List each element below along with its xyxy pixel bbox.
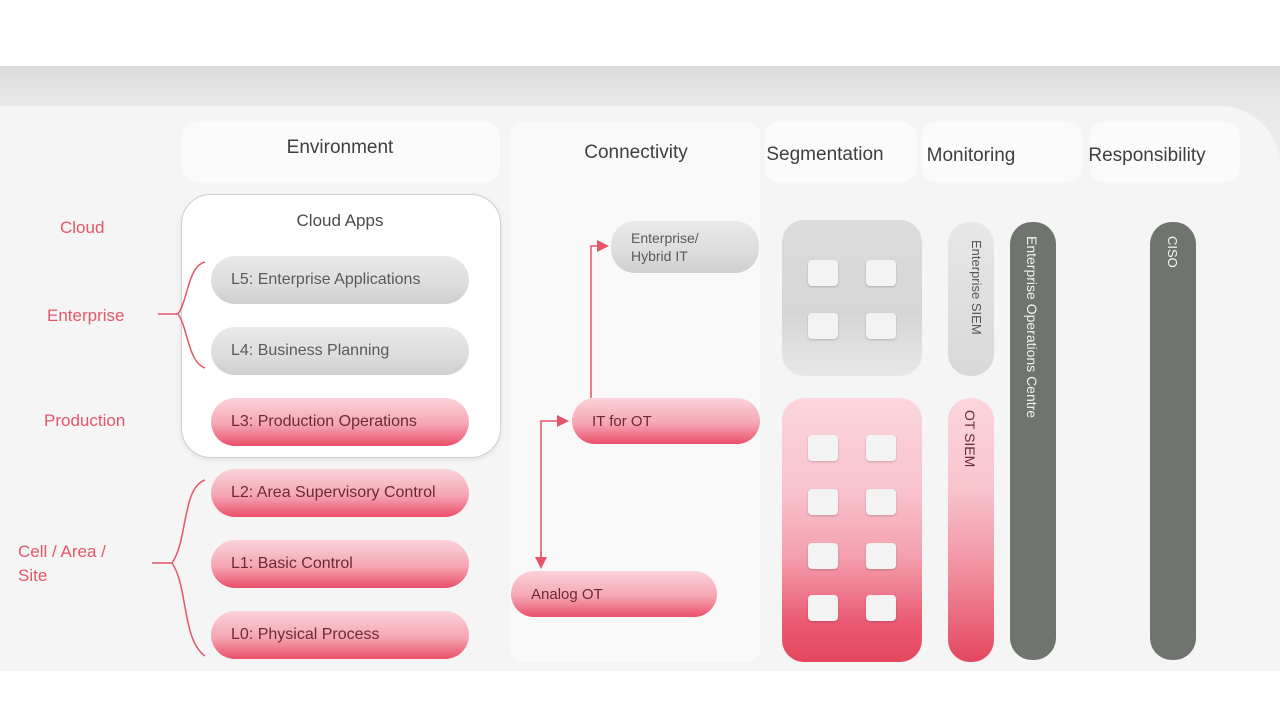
ot-segment-square <box>808 489 838 515</box>
ot-segment-square <box>866 595 896 621</box>
enterprise-segment-block <box>782 220 922 376</box>
ciso-bar <box>1150 222 1196 660</box>
ot-siem-bar <box>948 398 994 662</box>
segmentation-column-bg <box>765 122 917 182</box>
row-label-cell-area-site: Cell / Area / Site <box>18 542 106 585</box>
it-for-ot-pill: IT for OT <box>572 398 760 444</box>
enterprise-segment-square <box>866 313 896 339</box>
enterprise-siem-bar <box>948 222 994 376</box>
ot-segment-block <box>782 398 922 662</box>
level-l0-pill: L0: Physical Process <box>211 611 469 659</box>
environment-column-bg <box>182 122 500 182</box>
it-to-enterprise-arrow-icon <box>590 240 609 398</box>
enterprise-segment-square <box>808 260 838 286</box>
level-l5-pill: L5: Enterprise Applications <box>211 256 469 304</box>
header-monitoring: Monitoring <box>926 145 1016 166</box>
analog-ot-pill: Analog OT <box>511 571 717 617</box>
row-label-production: Production <box>44 411 126 430</box>
header-connectivity: Connectivity <box>584 142 688 163</box>
ot-siem-label: OT SIEM <box>962 410 978 468</box>
enterprise-hybrid-it-pill: Enterprise/ Hybrid IT <box>611 221 759 273</box>
row-label-enterprise: Enterprise <box>47 306 125 325</box>
level-l2-pill: L2: Area Supervisory Control <box>211 469 469 517</box>
header-environment: Environment <box>286 137 394 158</box>
ot-segment-square <box>808 595 838 621</box>
enterprise-operations-centre-label: Enterprise Operations Centre <box>1024 236 1040 419</box>
ot-segment-square <box>808 543 838 569</box>
level-l3-pill: L3: Production Operations <box>211 398 469 446</box>
enterprise-operations-centre-bar <box>1010 222 1056 660</box>
ot-segment-square <box>866 543 896 569</box>
cell-brace-icon <box>171 479 206 657</box>
analog-to-it-arrow-icon <box>540 415 569 563</box>
row-label-cloud: Cloud <box>60 218 105 237</box>
enterprise-siem-label: Enterprise SIEM <box>969 240 984 335</box>
ot-segment-square <box>866 489 896 515</box>
cloud-apps-label: Cloud Apps <box>296 211 384 230</box>
level-l4-pill: L4: Business Planning <box>211 327 469 375</box>
responsibility-column-bg <box>1090 122 1240 182</box>
ciso-label: CISO <box>1165 236 1180 268</box>
enterprise-segment-square <box>866 260 896 286</box>
header-segmentation: Segmentation <box>766 144 884 165</box>
header-responsibility: Responsibility <box>1088 145 1206 166</box>
enterprise-segment-square <box>808 313 838 339</box>
enterprise-brace-icon <box>177 261 206 369</box>
monitoring-column-bg <box>922 122 1082 182</box>
ot-segment-square <box>808 435 838 461</box>
level-l1-pill: L1: Basic Control <box>211 540 469 588</box>
ot-segment-square <box>866 435 896 461</box>
